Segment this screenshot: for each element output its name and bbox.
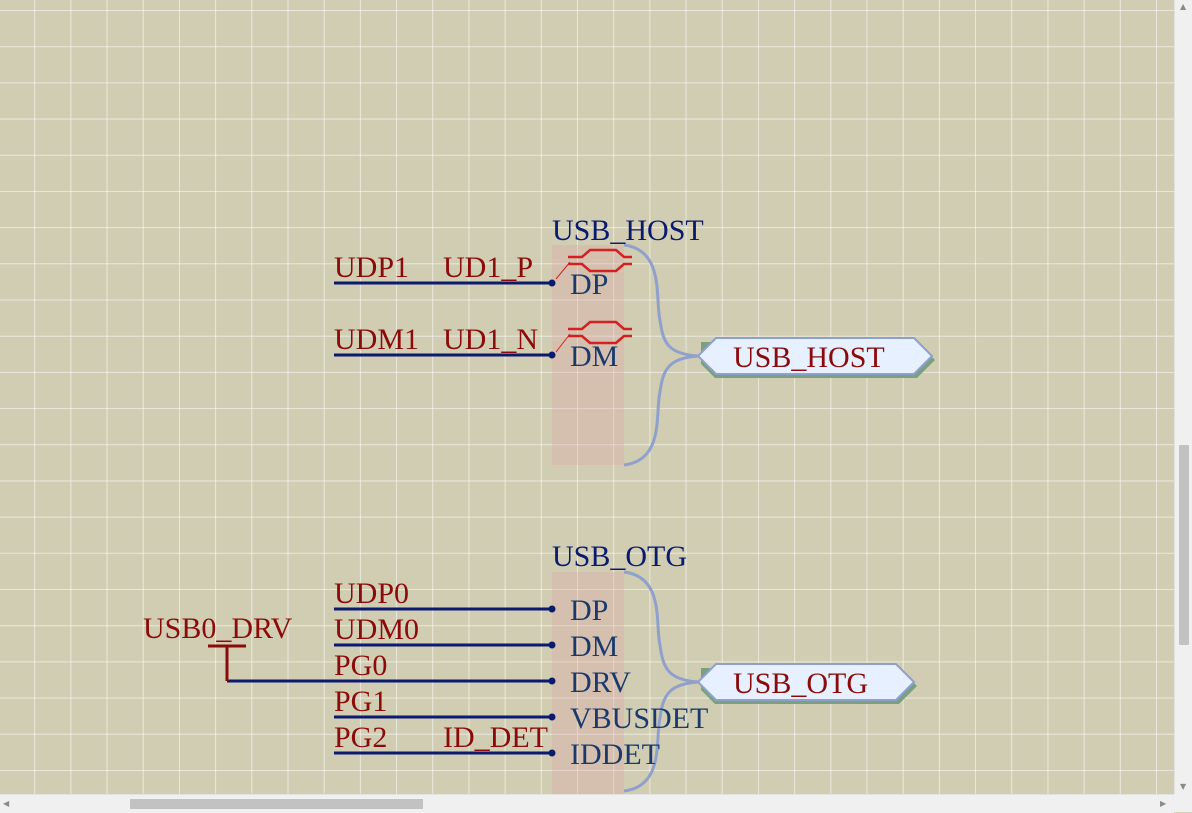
net-label-pg1[interactable]: PG1 — [334, 685, 387, 718]
net-label-pg0[interactable]: PG0 — [334, 649, 387, 682]
schematic-canvas[interactable]: USB_HOST USB_OTG UDP1 UD1_P UDM1 UD1_N D… — [0, 0, 1174, 794]
pin-dot-otg-vbusdet — [548, 713, 556, 721]
horizontal-scroll-thumb[interactable] — [130, 799, 423, 809]
pin-dot-otg-dm — [548, 641, 556, 649]
pin-name-otg-vbusdet: VBUSDET — [570, 702, 708, 735]
net-label-ud1-p[interactable]: UD1_P — [443, 251, 533, 284]
net-label-udm0[interactable]: UDM0 — [334, 613, 419, 646]
pin-name-host-dp: DP — [570, 268, 608, 301]
port-usb-otg[interactable] — [696, 663, 916, 701]
net-label-udm1[interactable]: UDM1 — [334, 323, 419, 356]
pin-name-host-dm: DM — [570, 340, 618, 373]
horizontal-scrollbar[interactable]: ◀ ▶ — [0, 794, 1174, 813]
pin-dot-otg-drv — [548, 677, 556, 685]
vertical-scroll-thumb[interactable] — [1179, 445, 1189, 645]
power-port-label[interactable]: USB0_DRV — [143, 612, 293, 645]
harness-title-host: USB_HOST — [552, 214, 704, 247]
pin-name-otg-dp: DP — [570, 594, 608, 627]
pin-dot-otg-iddet — [548, 749, 556, 757]
pin-dot-otg-dp — [548, 605, 556, 613]
net-label-udp0[interactable]: UDP0 — [334, 577, 409, 610]
harness-title-otg: USB_OTG — [552, 540, 687, 573]
harness-host-area — [552, 245, 624, 465]
scroll-arrow-left-icon[interactable]: ◀ — [3, 799, 10, 808]
scrollbar-corner — [1174, 794, 1192, 812]
scroll-arrow-right-icon[interactable]: ▶ — [1160, 799, 1167, 808]
pin-dot-host-dm — [548, 351, 556, 359]
pin-name-otg-drv: DRV — [570, 666, 631, 699]
net-label-udp1[interactable]: UDP1 — [334, 251, 409, 284]
pin-name-otg-iddet: IDDET — [570, 738, 660, 771]
net-label-pg2[interactable]: PG2 — [334, 721, 387, 754]
port-usb-host[interactable] — [696, 337, 934, 375]
scroll-arrow-up-icon[interactable]: ▲ — [1180, 2, 1187, 11]
pin-name-otg-dm: DM — [570, 630, 618, 663]
net-label-id-det[interactable]: ID_DET — [443, 721, 548, 754]
scroll-arrow-down-icon[interactable]: ▼ — [1180, 782, 1187, 791]
harness-otg-area — [552, 572, 624, 794]
harness-host-brace — [623, 243, 699, 467]
vertical-scrollbar[interactable]: ▲ ▼ — [1174, 0, 1192, 794]
schematic-drawing: USB_HOST USB_OTG UDP1 UD1_P UDM1 UD1_N D… — [143, 214, 935, 794]
diff-pair-marker-p — [555, 248, 632, 280]
port-label-usb-otg: USB_OTG — [733, 667, 868, 700]
port-label-usb-host: USB_HOST — [733, 341, 885, 374]
net-label-ud1-n[interactable]: UD1_N — [443, 323, 538, 356]
diff-pair-marker-n — [555, 320, 632, 353]
pin-dot-host-dp — [548, 279, 556, 287]
